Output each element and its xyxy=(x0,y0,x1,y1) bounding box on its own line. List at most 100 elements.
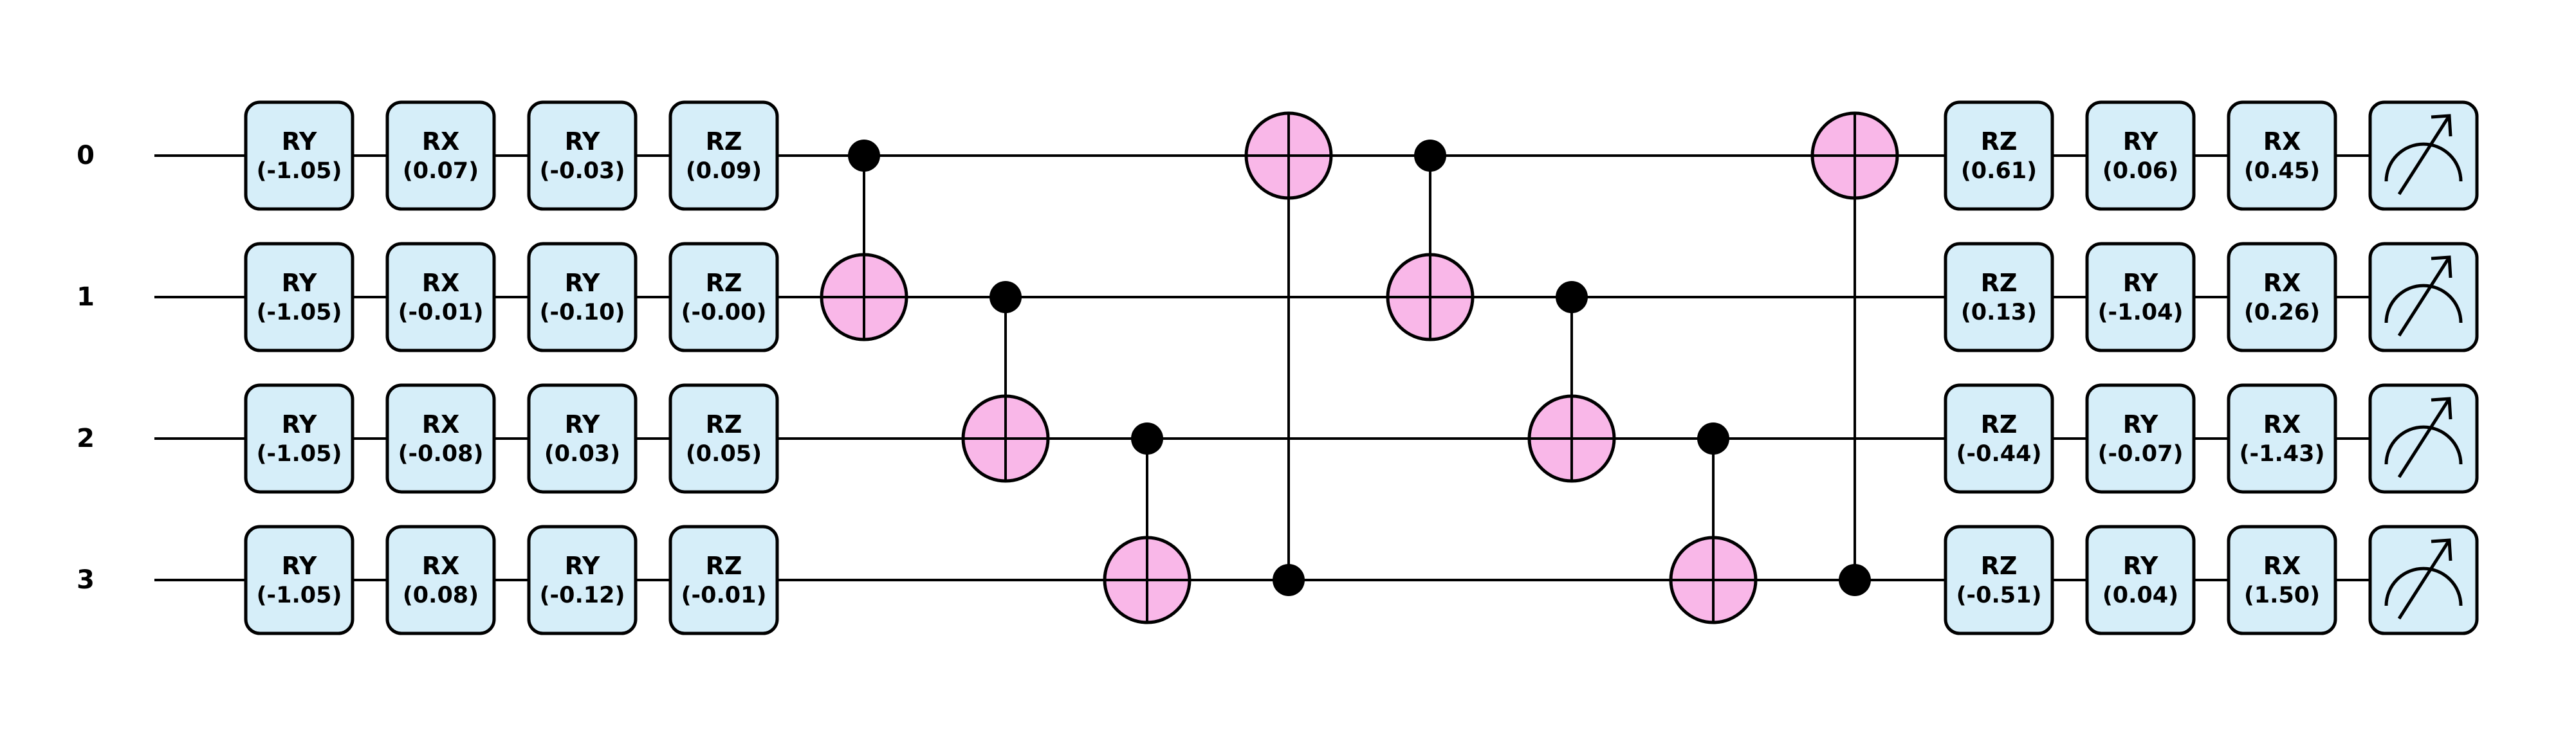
rotation-gate-q2-2-name: RY xyxy=(565,410,600,439)
cnot-gate-4 xyxy=(1386,140,1475,341)
meter-arrowhead xyxy=(2431,114,2452,137)
rotation-gate-post-q0-2-name: RX xyxy=(2263,127,2301,156)
rotation-gate-post-q3-0-box xyxy=(1944,525,2054,635)
rotation-gate-post-q0-1-name: RY xyxy=(2123,127,2158,156)
meter-arc xyxy=(2384,142,2463,182)
cnot-control-dot xyxy=(1414,140,1446,172)
rotation-gate-post-q0-0-name: RZ xyxy=(1981,127,2018,156)
rotation-gate-q3-3-box xyxy=(668,525,779,635)
rotation-gate-q1-1-box xyxy=(385,242,496,352)
rotation-gate-q2-3-box xyxy=(668,383,779,494)
wire-label-1: 1 xyxy=(77,282,95,312)
rotation-gate-q0-3-name: RZ xyxy=(706,127,742,156)
meter-icon xyxy=(2384,538,2463,620)
rotation-gate-post-q2-1: RY(-0.07) xyxy=(2085,383,2196,494)
rotation-gate-q3-1-param: (0.08) xyxy=(403,583,479,608)
rotation-gate-q2-3-param: (0.05) xyxy=(686,441,762,467)
rotation-gate-q2-0-param: (-1.05) xyxy=(257,441,342,467)
rotation-gate-post-q1-1-box xyxy=(2085,242,2196,352)
rotation-gate-q2-0-box xyxy=(244,383,354,494)
meter-arrowhead xyxy=(2431,538,2452,561)
rotation-gate-post-q1-2-box xyxy=(2227,242,2337,352)
rotation-gate-q3-0-box xyxy=(244,525,354,635)
rotation-gate-post-q1-0-box xyxy=(1944,242,2054,352)
rotation-gate-post-q0-2-param: (0.45) xyxy=(2244,158,2320,184)
rotation-gate-q0-3-box xyxy=(668,100,779,211)
rotation-gate-q1-3-name: RZ xyxy=(706,269,742,297)
rotation-gate-post-q1-2-name: RX xyxy=(2263,269,2301,297)
rotation-gate-post-q1-2-param: (0.26) xyxy=(2244,300,2320,325)
meter-needle xyxy=(2397,256,2451,337)
cnot-control-dot xyxy=(989,281,1022,313)
rotation-gate-post-q2-1-box xyxy=(2085,383,2196,494)
rotation-gate-q1-0-box xyxy=(244,242,354,352)
rotation-gate-q0-0-name: RY xyxy=(282,127,317,156)
rotation-gate-post-q3-2-param: (1.50) xyxy=(2244,583,2320,608)
rotation-gate-q1-1-param: (-0.01) xyxy=(398,300,484,325)
rotation-gate-q1-2-param: (-0.10) xyxy=(540,300,625,325)
rotation-gate-q2-3: RZ(0.05) xyxy=(668,383,779,494)
rotation-gate-q1-0-param: (-1.05) xyxy=(257,300,342,325)
rotation-gate-post-q3-0-param: (-0.51) xyxy=(1956,583,2042,608)
rotation-gate-q0-0-box xyxy=(244,100,354,211)
rotation-gate-q1-1-name: RX xyxy=(422,269,460,297)
meter-icon xyxy=(2384,397,2463,478)
rotation-gate-q1-3: RZ(-0.00) xyxy=(668,242,779,352)
rotation-gate-post-q0-1-box xyxy=(2085,100,2196,211)
cnot-gate-6 xyxy=(1669,422,1758,624)
rotation-gate-q3-3-name: RZ xyxy=(706,552,742,580)
wire-label-3: 3 xyxy=(77,565,95,595)
rotation-gate-q2-2-param: (0.03) xyxy=(544,441,620,467)
rotation-gate-post-q3-0-name: RZ xyxy=(1981,552,2018,580)
rotation-gate-q0-1-param: (0.07) xyxy=(403,158,479,184)
cnot-control-dot xyxy=(848,140,880,172)
rotation-gate-q3-3-param: (-0.01) xyxy=(681,583,767,608)
rotation-gate-q2-3-name: RZ xyxy=(706,410,742,439)
rotation-gate-post-q3-2-name: RX xyxy=(2263,552,2301,580)
cnot-control-dot xyxy=(1556,281,1588,313)
rotation-gate-post-q0-0-param: (0.61) xyxy=(1961,158,2037,184)
cnot-control-dot xyxy=(1273,564,1305,596)
rotation-gate-q0-2: RY(-0.03) xyxy=(527,100,638,211)
rotation-gate-q0-1-box xyxy=(385,100,496,211)
cnot-gate-5 xyxy=(1527,281,1616,483)
rotation-gate-post-q2-0: RZ(-0.44) xyxy=(1944,383,2054,494)
rotation-gate-q2-1-box xyxy=(385,383,496,494)
rotation-gate-post-q2-1-param: (-0.07) xyxy=(2098,441,2184,467)
rotation-gate-q3-1-box xyxy=(385,525,496,635)
meter-needle xyxy=(2397,397,2451,478)
rotation-gate-post-q2-2-box xyxy=(2227,383,2337,494)
cnot-gate-2 xyxy=(1103,422,1191,624)
rotation-gate-q2-2: RY(0.03) xyxy=(527,383,638,494)
rotation-gate-q3-2-name: RY xyxy=(565,552,600,580)
rotation-gate-post-q3-2-box xyxy=(2227,525,2337,635)
rotation-gate-post-q1-0-param: (0.13) xyxy=(1961,300,2037,325)
rotation-gate-q2-0-name: RY xyxy=(282,410,317,439)
rotation-gate-q3-0: RY(-1.05) xyxy=(244,525,354,635)
rotation-gate-q1-0-name: RY xyxy=(282,269,317,297)
rotation-gate-q0-2-name: RY xyxy=(565,127,600,156)
rotation-gate-q0-2-box xyxy=(527,100,638,211)
rotation-gate-post-q3-1-param: (0.04) xyxy=(2102,583,2178,608)
rotation-gate-post-q2-0-name: RZ xyxy=(1981,410,2018,439)
rotation-gate-post-q1-1-param: (-1.04) xyxy=(2098,300,2184,325)
rotation-gate-post-q0-2: RX(0.45) xyxy=(2227,100,2337,211)
rotation-gate-q1-0: RY (-1.05) xyxy=(244,242,354,352)
measurement-gate-3 xyxy=(2368,525,2479,635)
cnot-control-dot xyxy=(1839,564,1871,596)
rotation-gate-post-q0-2-box xyxy=(2227,100,2337,211)
rotation-gate-post-q2-1-name: RY xyxy=(2123,410,2158,439)
rotation-gate-post-q3-0: RZ (-0.51) xyxy=(1944,525,2054,635)
rotation-gate-post-q2-2: RX(-1.43) xyxy=(2227,383,2337,494)
rotation-gate-q1-3-box xyxy=(668,242,779,352)
rotation-gate-post-q1-2: RX (0.26) xyxy=(2227,242,2337,352)
rotation-gate-q0-3-param: (0.09) xyxy=(686,158,762,184)
rotation-gate-post-q0-0: RZ(0.61) xyxy=(1944,100,2054,211)
cnot-control-dot xyxy=(1131,422,1163,455)
rotation-gate-post-q3-1-name: RY xyxy=(2123,552,2158,580)
meter-icon xyxy=(2384,114,2463,195)
rotation-gate-post-q2-2-name: RX xyxy=(2263,410,2301,439)
rotation-gate-q0-2-param: (-0.03) xyxy=(540,158,625,184)
rotation-gate-q2-1-param: (-0.08) xyxy=(398,441,484,467)
